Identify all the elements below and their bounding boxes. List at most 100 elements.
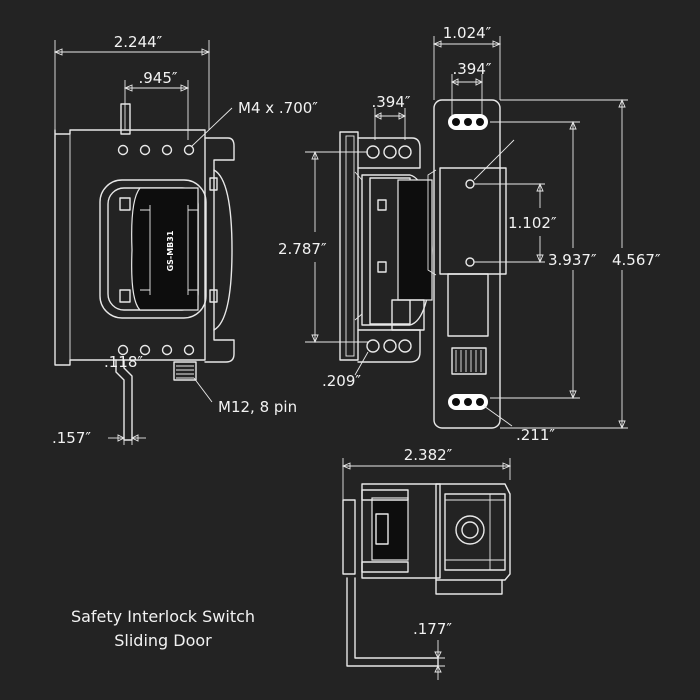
mount-hole — [139, 144, 151, 156]
block-hole — [465, 257, 475, 267]
flange-clip — [209, 289, 218, 303]
flange-curve — [213, 169, 233, 331]
dim-actuator-hole-spacing: 1.102″ — [508, 214, 557, 232]
bottom-switch-head — [371, 497, 409, 561]
slot-screw — [452, 118, 460, 126]
block-hole — [465, 179, 475, 189]
slot-pair-bottom — [366, 339, 412, 353]
mount-hole — [117, 344, 129, 356]
leader-line — [191, 107, 233, 147]
nut-knurl — [455, 350, 482, 372]
side-clip — [377, 199, 387, 211]
bottom-view: 2.382″ .177″ — [341, 446, 512, 680]
slot-screw — [464, 118, 472, 126]
dim-actuator-overall-height: 4.567″ — [612, 251, 661, 269]
dim-slot-dia: .209″ — [322, 372, 361, 390]
bottom-head-detail — [375, 513, 389, 545]
connector-nut — [451, 347, 487, 375]
actuator-view: 1.024″ .394″ 1 — [427, 24, 661, 444]
dim-bracket-thickness: .177″ — [413, 620, 452, 638]
actuator-plate — [433, 99, 501, 429]
side-clip — [377, 261, 387, 273]
slot-screw — [476, 398, 484, 406]
bottom-switch-body — [361, 483, 441, 579]
back-plate-edge — [345, 135, 355, 357]
dim-slot-spacing: .394″ — [371, 93, 410, 111]
side-connector-base — [391, 299, 425, 331]
dim-bottom-width: 2.382″ — [404, 446, 453, 464]
caption-subtitle: Sliding Door — [114, 631, 212, 650]
caption-title: Safety Interlock Switch — [71, 607, 255, 626]
actuator-connector — [451, 347, 487, 375]
bottom-actuator-detail — [445, 494, 505, 570]
mount-hole — [183, 344, 195, 356]
arrowheads — [536, 182, 544, 264]
switch-side-head — [397, 179, 433, 301]
top-bracket — [357, 137, 421, 169]
slot-pair-top — [366, 145, 412, 159]
actuator-l-bracket — [346, 577, 439, 667]
mount-hole — [161, 144, 173, 156]
head-detail — [140, 209, 198, 291]
leader-line — [354, 351, 369, 376]
window-tab — [119, 289, 131, 303]
connector-port — [455, 515, 485, 545]
m12-connector — [173, 361, 197, 381]
dim-hole-spacing: .945″ — [138, 69, 177, 87]
connector-port-inner — [461, 521, 479, 539]
slot-hole — [366, 339, 380, 353]
arrowheads — [311, 150, 319, 344]
switch-body-outline — [54, 129, 206, 366]
slot-screw — [476, 118, 484, 126]
leader-line — [473, 139, 515, 181]
actuator-tongue-lower — [115, 359, 133, 441]
bottom-actuator-face — [444, 493, 506, 571]
dim-overall-width: 2.244″ — [114, 33, 163, 51]
dim-actuator-slot-dia: .211″ — [516, 426, 555, 444]
slot-hole — [398, 339, 412, 353]
dim-actuator-mid-height: 3.937″ — [548, 251, 597, 269]
callout-mount-hole: M4 x .700″ — [238, 99, 318, 117]
flange-clip — [209, 177, 218, 191]
arrowheads — [373, 112, 407, 120]
mount-hole — [161, 344, 173, 356]
bottom-bracket — [357, 329, 421, 363]
bottom-rail — [361, 561, 409, 573]
arrowheads — [341, 462, 512, 470]
bottom-rail — [361, 489, 409, 501]
arrowheads — [123, 84, 190, 92]
caption: Safety Interlock Switch Sliding Door — [71, 607, 255, 650]
dim-tongue-width: .157″ — [52, 429, 91, 447]
slot-hole — [366, 145, 380, 159]
bottom-actuator-lip — [435, 579, 503, 595]
arrowheads — [432, 40, 502, 48]
mounting-flange — [204, 137, 235, 363]
mount-hole — [117, 144, 129, 156]
slot-hole — [383, 339, 397, 353]
mount-hole — [183, 144, 195, 156]
slot-screw — [452, 398, 460, 406]
body-marking: GS-MB31 — [166, 230, 175, 271]
window-frame — [99, 179, 207, 319]
bottom-actuator-block — [435, 483, 511, 581]
block-edge — [427, 169, 437, 276]
arrowheads — [53, 48, 211, 56]
dim-height: 2.787″ — [278, 240, 327, 258]
side-detail — [354, 171, 363, 321]
arrowheads — [434, 651, 442, 673]
back-plate — [339, 131, 359, 361]
leader-line — [483, 405, 513, 427]
switch-head — [131, 187, 199, 311]
slot-hole — [398, 145, 412, 159]
slot-screw — [464, 398, 472, 406]
callout-connector: M12, 8 pin — [218, 398, 297, 416]
arrowheads — [117, 434, 139, 442]
dim-actuator-slot-spacing: .394″ — [452, 60, 491, 78]
front-view: 2.244″ .945″ M4 x .700″ — [52, 33, 318, 447]
actuator-tongue — [120, 103, 131, 135]
side-view: .394″ 2.787″ — [278, 93, 433, 390]
connector-thread — [176, 365, 194, 379]
dim-actuator-width: 1.024″ — [443, 24, 492, 42]
